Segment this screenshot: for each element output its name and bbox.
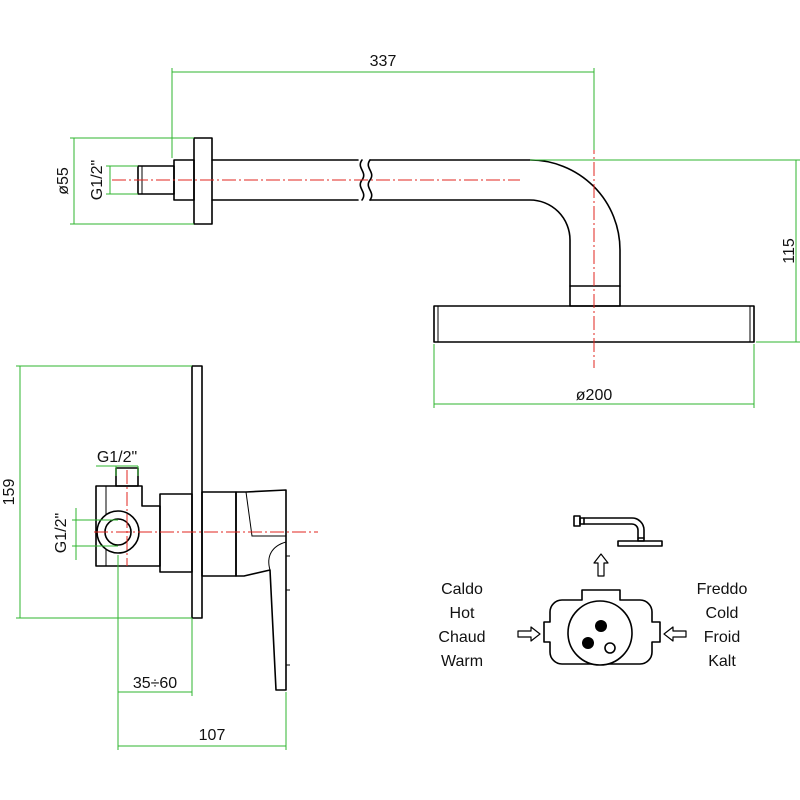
mixer-assembly — [94, 365, 318, 691]
arm-thread-label: G1/2" — [89, 160, 106, 200]
mixer-side-thread-label: G1/2" — [53, 513, 70, 553]
mixer-handle — [235, 489, 287, 691]
top-inlet — [115, 467, 139, 487]
break-line-right — [367, 159, 373, 201]
hot-label-fr: Chaud — [438, 629, 485, 646]
valve-schematic-body — [543, 589, 661, 665]
arm-length-label: 337 — [370, 53, 397, 70]
hot-label-en: Hot — [450, 605, 475, 622]
head-connector — [569, 285, 621, 307]
hot-label-it: Caldo — [441, 581, 483, 598]
arm-tube-outer-bend — [369, 159, 621, 287]
port-left-icon — [582, 637, 594, 649]
cold-label-it: Freddo — [697, 581, 748, 598]
wall-flange — [193, 137, 213, 225]
hot-inlet-arrow-icon — [517, 626, 541, 642]
port-right-icon — [604, 642, 616, 654]
arm-height-label: 115 — [781, 238, 798, 264]
depth-range-label: 35÷60 — [133, 675, 177, 692]
cold-label-de: Kalt — [708, 653, 736, 670]
cold-inlet-arrow-icon — [663, 626, 687, 642]
port-top-icon — [595, 620, 607, 632]
shower-head — [433, 305, 755, 343]
total-depth-label: 107 — [199, 727, 226, 744]
shower-arm-assembly — [112, 137, 755, 368]
arm-tube-left — [211, 159, 359, 201]
cold-labels: Freddo Cold Froid Kalt — [697, 581, 748, 670]
flange-diameter-label: ø55 — [55, 167, 72, 195]
cold-label-en: Cold — [706, 605, 739, 622]
mixer-body-front — [201, 491, 237, 577]
mixer-top-thread-label: G1/2" — [97, 449, 137, 466]
cartridge-circle — [567, 600, 633, 666]
connection-schematic: Caldo Hot Chaud Warm Freddo Cold Froid K… — [438, 515, 748, 670]
outlet-arrow-icon — [593, 553, 609, 577]
mini-shower-icon — [573, 515, 663, 547]
cold-label-fr: Froid — [704, 629, 740, 646]
hot-labels: Caldo Hot Chaud Warm — [438, 581, 485, 670]
mixer-body-rear — [159, 493, 193, 573]
mixer-height-label: 159 — [1, 479, 18, 506]
arm-tube-inner-bend — [369, 199, 571, 287]
mixer-dimensions: 159 G1/2" G1/2" 35÷60 107 — [1, 365, 287, 750]
cover-plate — [191, 365, 203, 619]
arm-dimensions: 337 ø55 G1/2" 115 ø200 — [55, 53, 800, 408]
valve-body — [95, 485, 161, 567]
head-diameter-label: ø200 — [576, 387, 613, 404]
hot-label-de: Warm — [441, 653, 483, 670]
